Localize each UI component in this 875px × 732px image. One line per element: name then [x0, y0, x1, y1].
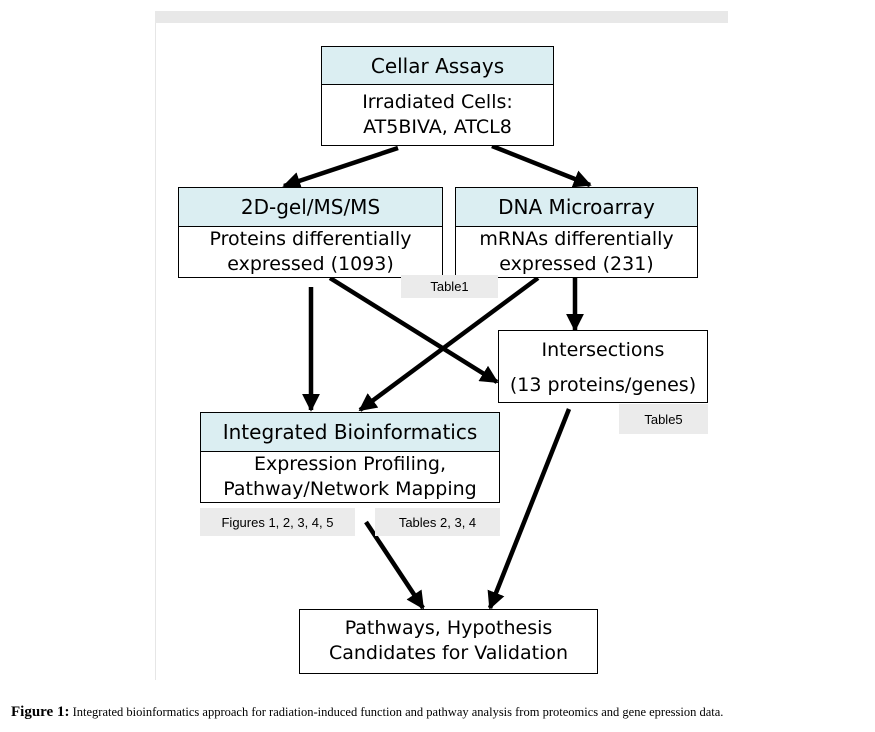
intersections-line-1: (13 proteins/genes) [509, 373, 697, 396]
figure-caption-text: Integrated bioinformatics approach for r… [72, 705, 724, 719]
top-border-bar [155, 11, 728, 23]
dna-microarray-title: DNA Microarray [456, 188, 697, 227]
dna-microarray-line-2: expressed (231) [499, 252, 654, 275]
arrow-bioinformatics-to-pathways [364, 520, 425, 610]
figure-caption-label: Figure 1: [11, 704, 70, 720]
intersections-body: (13 proteins/genes) [499, 369, 707, 401]
gel-ms-body: Proteins differentially expressed (1093) [179, 227, 442, 276]
gel-ms-line-1: Proteins differentially [209, 227, 412, 250]
cellular-assays-title: Cellar Assays [322, 47, 553, 85]
integrated-bioinformatics-line-1: Expression Profiling, [254, 452, 446, 475]
integrated-bioinformatics-title: Integrated Bioinformatics [201, 413, 499, 452]
cellular-assays-line-1: Irradiated Cells: [362, 90, 513, 113]
integrated-bioinformatics-body: Expression Profiling, Pathway/Network Ma… [201, 452, 499, 501]
tables-tag: Tables 2, 3, 4 [375, 508, 500, 536]
dna-microarray-body: mRNAs differentially expressed (231) [456, 227, 697, 276]
pathways-body: Pathways, Hypothesis Candidates for Vali… [300, 610, 597, 672]
table5-tag: Table5 [619, 404, 708, 434]
arrow-cellular-to-gel [282, 145, 399, 190]
cellular-assays-line-2: AT5BIVA, ATCL8 [363, 115, 512, 138]
dna-microarray-line-1: mRNAs differentially [479, 227, 674, 250]
cellular-assays-body: Irradiated Cells: AT5BIVA, ATCL8 [322, 85, 553, 144]
gel-ms-line-2: expressed (1093) [227, 252, 394, 275]
integrated-bioinformatics-box: Integrated Bioinformatics Expression Pro… [200, 412, 500, 503]
arrow-cellular-to-microarray [491, 143, 592, 188]
cellular-assays-box: Cellar Assays Irradiated Cells: AT5BIVA,… [321, 46, 554, 146]
gel-ms-title: 2D-gel/MS/MS [179, 188, 442, 227]
gel-ms-box: 2D-gel/MS/MS Proteins differentially exp… [178, 187, 443, 278]
arrow-gel-to-intersections [328, 276, 499, 384]
pathways-line-2: Candidates for Validation [328, 642, 569, 664]
left-border-rule [155, 23, 156, 680]
arrow-intersections-to-pathways [487, 408, 572, 610]
intersections-title: Intersections [499, 331, 707, 369]
integrated-bioinformatics-line-2: Pathway/Network Mapping [223, 477, 477, 500]
arrow-microarray-to-bioinformatics [358, 276, 540, 412]
figures-tag: Figures 1, 2, 3, 4, 5 [200, 508, 355, 536]
pathways-box: Pathways, Hypothesis Candidates for Vali… [299, 609, 598, 674]
intersections-box: Intersections (13 proteins/genes) [498, 330, 708, 403]
pathways-line-1: Pathways, Hypothesis [344, 617, 553, 639]
dna-microarray-box: DNA Microarray mRNAs differentially expr… [455, 187, 698, 278]
table1-tag: Table1 [401, 275, 498, 298]
intersections-title-text: Intersections [541, 338, 665, 361]
figure-caption: Figure 1: Integrated bioinformatics appr… [11, 704, 723, 721]
